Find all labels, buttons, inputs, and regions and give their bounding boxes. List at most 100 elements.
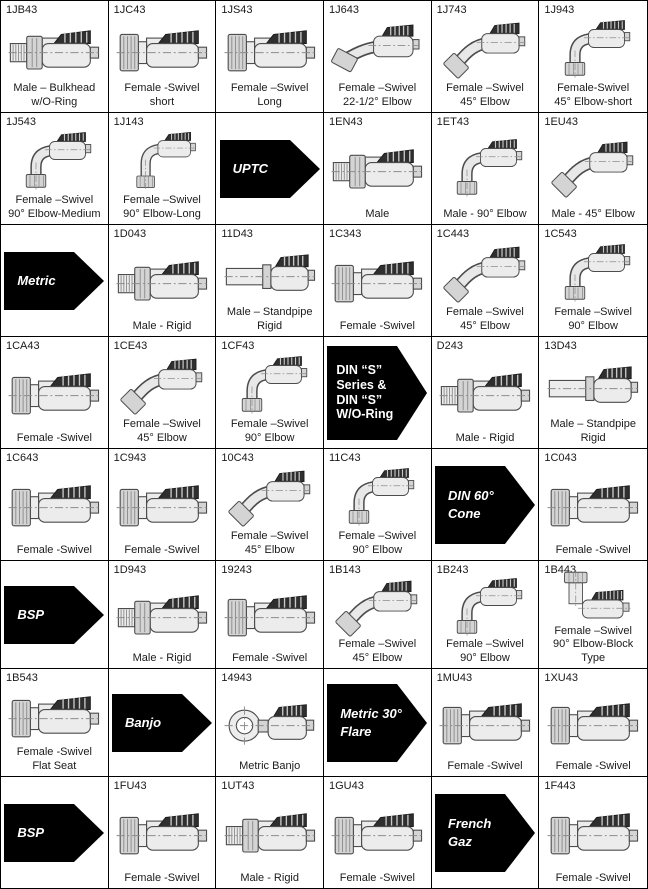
fitting-drawing-icon: [329, 19, 425, 79]
banner-line: DIN 60°: [447, 487, 494, 503]
fitting-cell: 1J543 Female –Swivel 90° Elbow-Medium: [1, 113, 109, 225]
fitting-description: Female –Swivel 45° Elbow: [123, 418, 201, 444]
fitting-description: Female –Swivel 90° Elbow: [230, 418, 309, 444]
part-number: 1EU43: [544, 116, 578, 128]
part-number: 1J943: [544, 4, 575, 16]
part-number: 13D43: [544, 340, 577, 352]
fitting-drawing-icon: [222, 584, 318, 644]
black-arrow-icon: [111, 693, 212, 752]
category-banner-label: BSP: [4, 824, 44, 842]
category-banner-cell: Metric: [1, 225, 109, 337]
fitting-cell: 1B243 Female –Swivel 90° Elbow: [431, 561, 540, 669]
category-banner-cell: DIN 60° Cone: [431, 449, 540, 561]
fitting-description: Female -Swivel: [555, 543, 631, 556]
fitting-cell: 1XU43 Female -Swivel: [539, 669, 647, 777]
category-banner: Banjo: [111, 693, 212, 752]
fitting-cell: 1J143 Female –Swivel 90° Elbow-Long: [108, 113, 217, 225]
fitting-description: Metric Banjo: [239, 759, 301, 772]
fitting-illustration: [324, 128, 431, 208]
fitting-illustration: [216, 792, 323, 872]
fitting-description: Female -Swivel: [16, 543, 92, 556]
fitting-cell: 1EU43 Male - 45° Elbow: [539, 113, 647, 225]
fitting-illustration: [1, 16, 108, 82]
fitting-drawing-icon: [222, 467, 318, 527]
part-number: 1B243: [436, 564, 469, 576]
fitting-drawing-icon: [545, 355, 641, 415]
black-arrow-icon: [4, 803, 105, 862]
part-number: 1CA43: [6, 340, 40, 352]
fitting-description: Female –Swivel 45° Elbow: [230, 530, 309, 556]
fitting-description: Female -Swivel: [124, 871, 200, 884]
banner-line: Metric: [17, 272, 56, 288]
fitting-cell: D243 Male - Rigid: [431, 337, 540, 449]
banner-line: Cone: [447, 505, 481, 521]
part-number: 1JC43: [113, 4, 146, 16]
fitting-cell: 1JS43 Female –Swivel Long: [216, 1, 324, 113]
fitting-drawing-icon: [114, 250, 210, 310]
fitting-description: Female -Swivel: [447, 759, 523, 772]
fitting-description: Female –Swivel 90° Elbow: [446, 638, 524, 664]
fitting-drawing-icon: [437, 138, 533, 198]
fitting-illustration: [539, 352, 647, 418]
fitting-description: Male - Rigid: [240, 871, 299, 884]
banner-line: Banjo: [124, 714, 162, 730]
fitting-illustration: [109, 128, 216, 194]
part-number: 10C43: [221, 452, 254, 464]
fitting-illustration: [109, 576, 216, 652]
part-number: 1J643: [328, 4, 359, 16]
fitting-drawing-icon: [114, 19, 210, 79]
category-banner-label: DIN “S”Series &DIN “S”W/O-Ring: [327, 363, 393, 422]
fitting-cell: 1B443 Female –Swivel 90° Elbow-Block Typ…: [539, 561, 647, 669]
part-number: 1D043: [113, 228, 147, 240]
black-arrow-icon: [4, 585, 105, 644]
fitting-drawing-icon: [545, 138, 641, 198]
fitting-description: Female –Swivel 45° Elbow: [446, 82, 524, 108]
fitting-description: Female –Swivel 90° Elbow: [338, 530, 417, 556]
category-banner-label: Banjo: [112, 714, 161, 732]
fitting-illustration: [432, 240, 539, 306]
part-number: 1B543: [6, 672, 38, 684]
fitting-drawing-icon: [222, 692, 318, 752]
fitting-description: Female –Swivel 22-1/2° Elbow: [338, 82, 417, 108]
black-arrow-icon: [327, 345, 428, 440]
fitting-drawing-icon: [437, 692, 533, 752]
fitting-drawing-icon: [545, 570, 641, 630]
fitting-cell: 1CE43 Female –Swivel 45° Elbow: [108, 337, 217, 449]
fitting-cell: 1J743 Female –Swivel 45° Elbow: [431, 1, 540, 113]
part-number: 1UT43: [221, 780, 255, 792]
category-banner: DIN “S”Series &DIN “S”W/O-Ring: [327, 345, 428, 440]
banner-line: BSP: [17, 824, 45, 840]
black-arrow-icon: [434, 465, 535, 544]
fitting-drawing-icon: [329, 250, 425, 310]
fitting-illustration: [539, 576, 647, 625]
category-banner-cell: Banjo: [108, 669, 217, 777]
fitting-description: Male - 45° Elbow: [551, 207, 635, 220]
fitting-illustration: [539, 684, 647, 760]
fitting-cell: 1JC43 Female -Swivel short: [108, 1, 217, 113]
fitting-cell: 1EN43 Male: [323, 113, 432, 225]
fitting-drawing-icon: [222, 243, 318, 303]
fitting-description: Female –Swivel 90° Elbow: [554, 306, 632, 332]
part-number: 1JS43: [221, 4, 253, 16]
part-number: 1J143: [113, 116, 144, 128]
fitting-drawing-icon: [437, 19, 533, 79]
fitting-description: Male – Bulkhead w/O-Ring: [13, 82, 96, 108]
fitting-description: Female –Swivel 45° Elbow: [338, 638, 417, 664]
fitting-drawing-icon: [114, 802, 210, 862]
fitting-cell: 1B543 Female -Swivel Flat Seat: [1, 669, 109, 777]
part-number: 1CE43: [113, 340, 148, 352]
fitting-illustration: [539, 464, 647, 544]
category-banner: DIN 60° Cone: [434, 465, 535, 544]
fitting-description: Female -Swivel short: [124, 82, 200, 108]
fitting-drawing-icon: [545, 802, 641, 862]
fitting-illustration: [216, 16, 323, 82]
fitting-description: Female -Swivel: [124, 543, 200, 556]
part-number: 1D943: [113, 564, 147, 576]
category-banner: BSP: [4, 585, 105, 644]
fitting-drawing-icon: [114, 355, 210, 415]
part-number: 1FU43: [113, 780, 147, 792]
part-number: 14943: [221, 672, 252, 684]
part-number: 1EN43: [328, 116, 363, 128]
